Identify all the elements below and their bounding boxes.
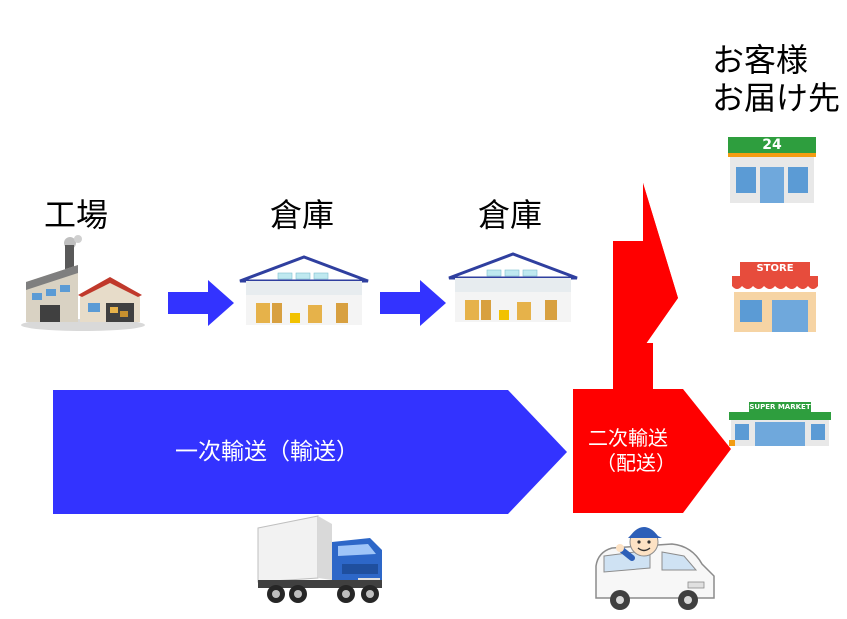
primary-transport-arrow [53,390,567,514]
warehouse-1-icon [239,255,369,325]
truck-icon [257,515,382,603]
destination-label-line1: お客様 [712,41,809,79]
warehouse-2-icon [448,252,578,322]
warehouse-1-label: 倉庫 [270,196,335,234]
convenience-store-icon: 24 [728,137,816,205]
small-arrow-2 [380,280,446,326]
factory-label: 工場 [44,196,109,234]
secondary-delivery-arrow [573,183,731,513]
delivery-van-icon [595,527,715,610]
secondary-delivery-label-line1: 二次輸送 [588,426,668,450]
store-sign-text: STORE [756,263,794,274]
supermarket-sign-text: SUPER MARKET [749,403,811,411]
convenience-sign-text: 24 [762,137,782,153]
supermarket-icon: SUPER MARKET [729,402,831,448]
warehouse-2-label: 倉庫 [478,196,543,234]
destination-label-line2: お届け先 [712,79,841,117]
secondary-delivery-label-line2: （配送） [596,451,676,475]
factory-icon [21,235,145,331]
small-arrow-1 [168,280,234,326]
store-icon: STORE [732,262,818,334]
primary-transport-label: 一次輸送（輸送） [175,439,359,465]
